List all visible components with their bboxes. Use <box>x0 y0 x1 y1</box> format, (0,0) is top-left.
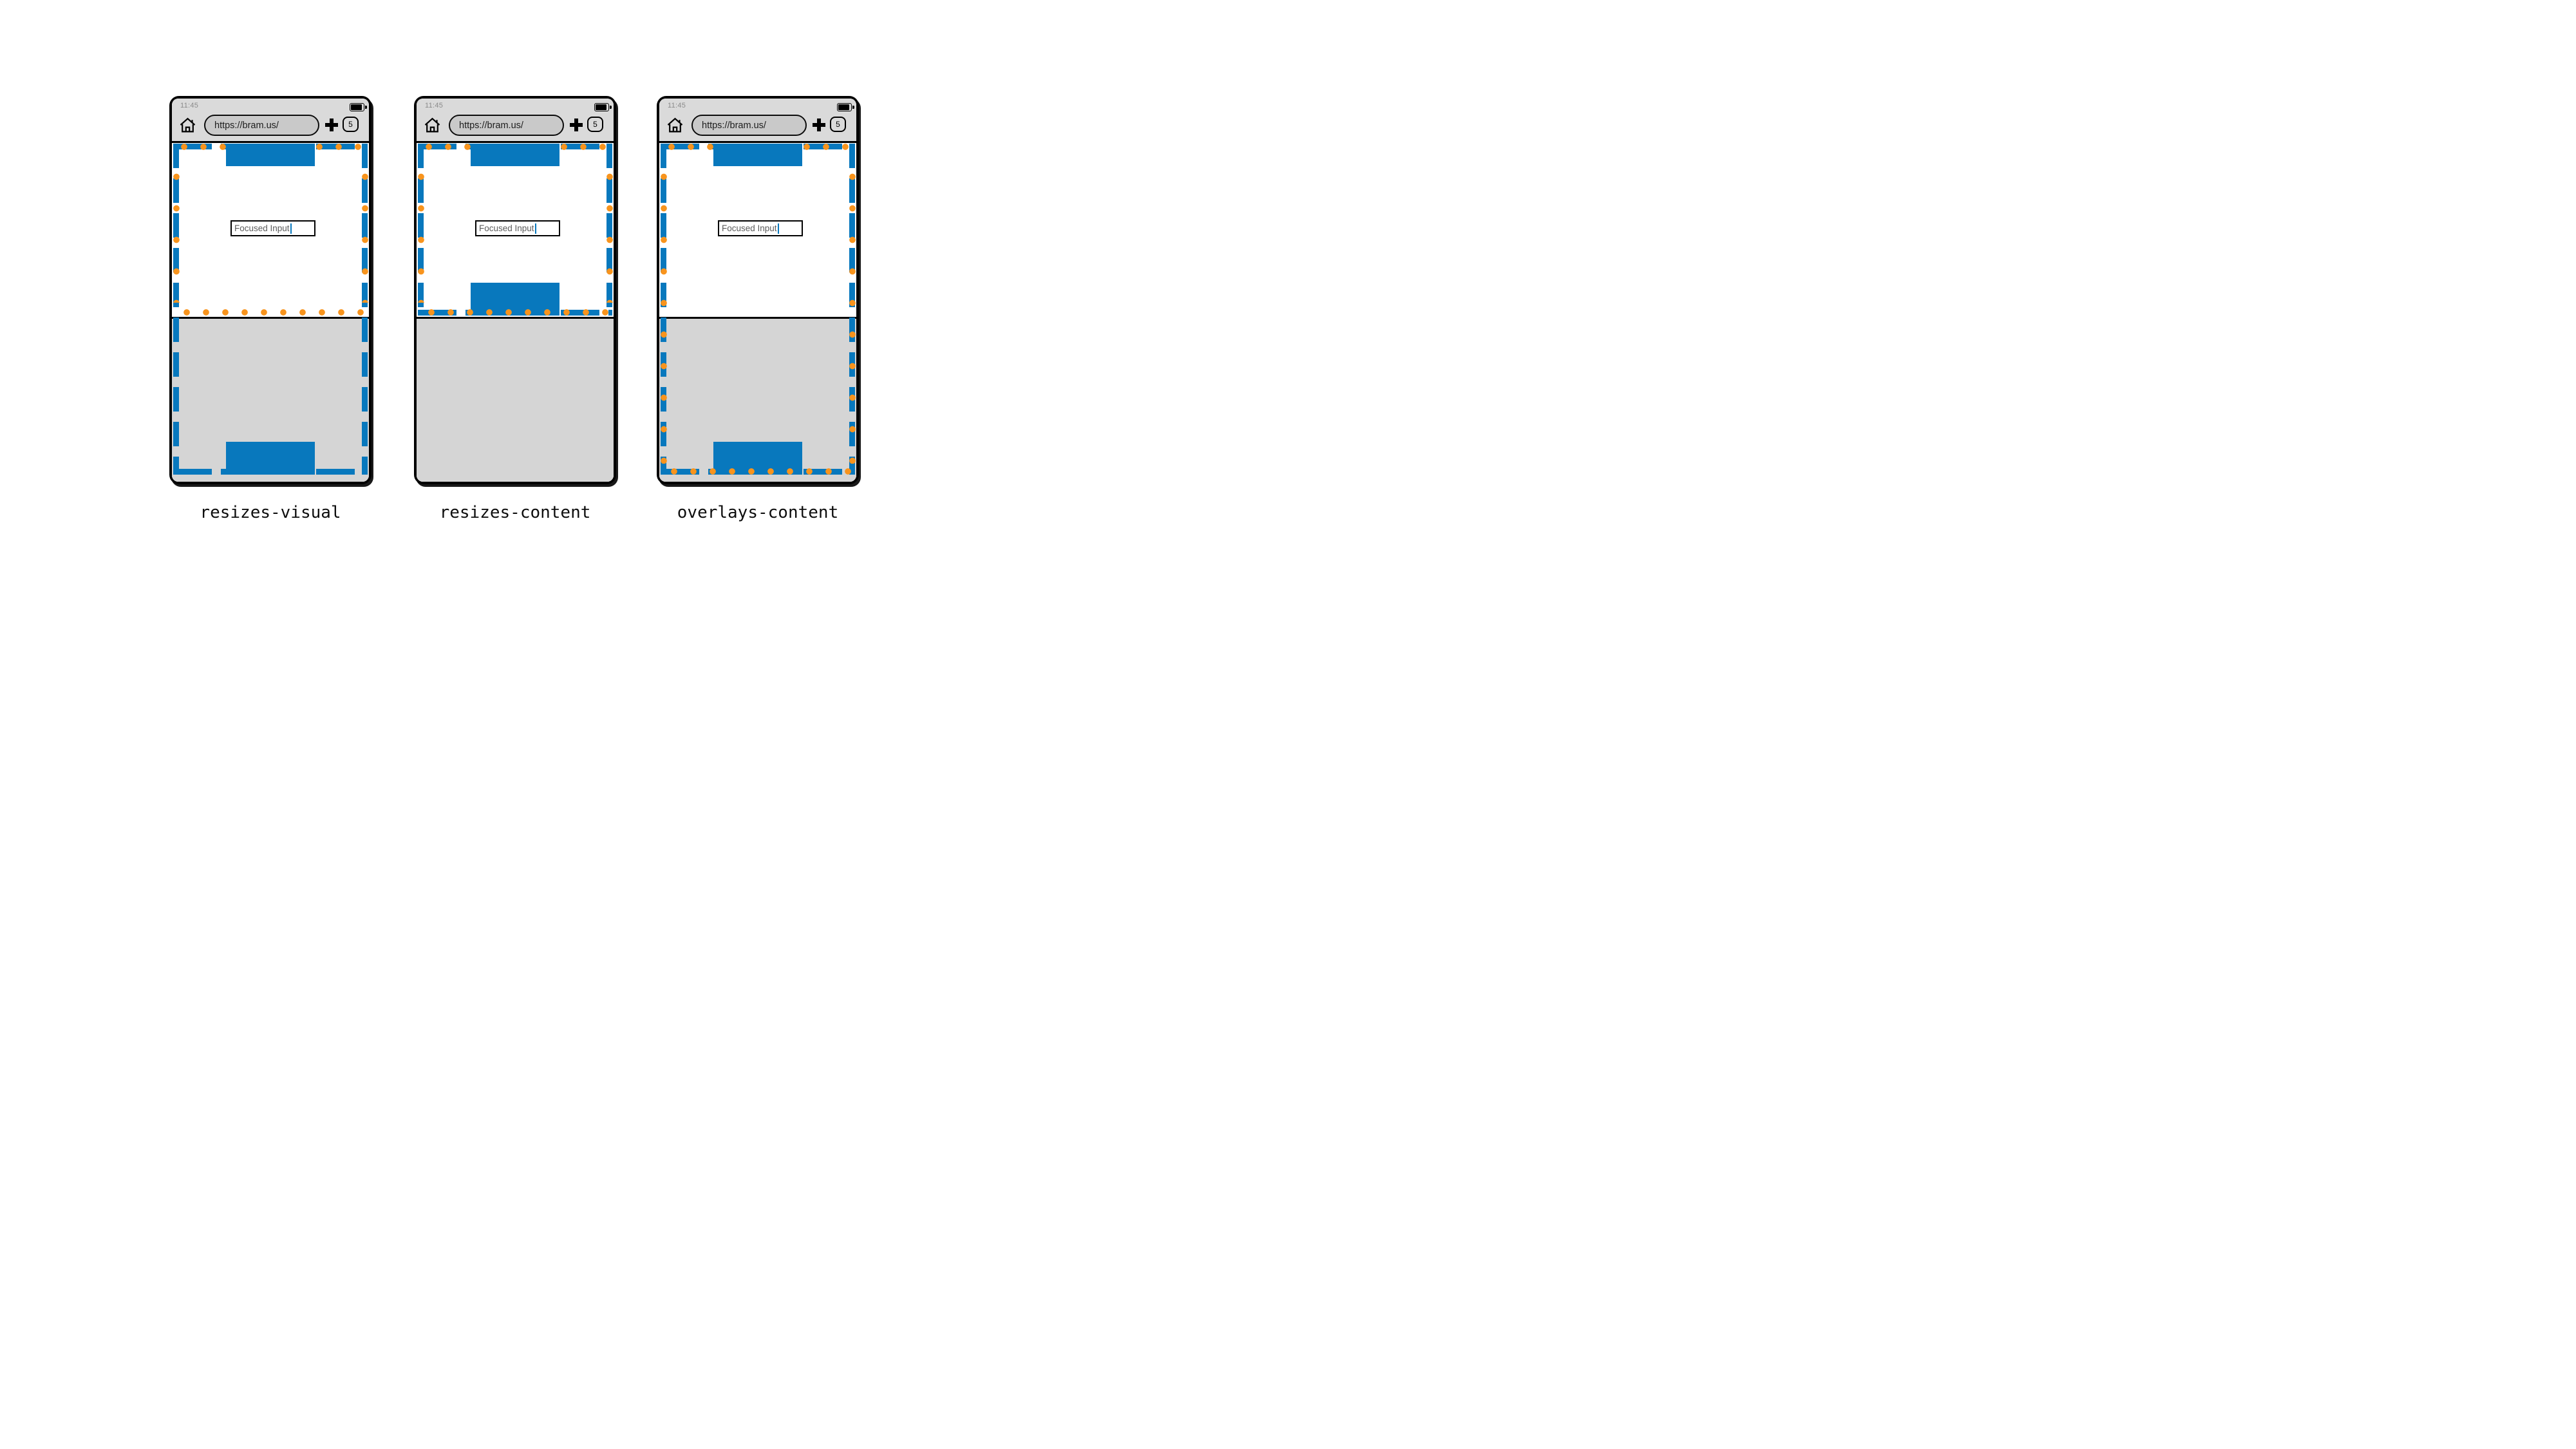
battery-fill <box>351 104 362 110</box>
new-tab-plus-icon[interactable] <box>570 118 583 131</box>
focused-input-value: Focused Input <box>722 223 777 233</box>
layout-viewport-border-left <box>173 144 179 475</box>
phone-mockup-resizes-visual: 11:45 https://bram.us <box>169 96 371 547</box>
battery-nub <box>852 105 854 109</box>
phone-frame: 11:45 https://bram.us <box>169 96 371 484</box>
url-text: https://bram.us/ <box>459 120 523 131</box>
url-text: https://bram.us/ <box>702 120 766 131</box>
toolbar-separator <box>172 141 369 143</box>
mode-caption: resizes-content <box>439 503 591 522</box>
status-time: 11:45 <box>425 102 444 109</box>
battery-fill <box>838 104 849 110</box>
new-tab-plus-icon[interactable] <box>813 118 825 131</box>
status-time: 11:45 <box>180 102 199 109</box>
home-icon[interactable] <box>179 117 196 133</box>
tab-counter-box[interactable]: 5 <box>343 117 359 132</box>
phone-screen: 11:45 https://bram.us <box>659 99 856 482</box>
visual-viewport-dots-right <box>606 161 613 303</box>
phone-frame: 11:45 https://bram.us <box>414 96 616 484</box>
text-caret <box>534 223 536 234</box>
page-viewport: Focused Input <box>417 143 614 482</box>
focused-input-field[interactable]: Focused Input <box>475 220 560 236</box>
focused-input-field[interactable]: Focused Input <box>718 220 803 236</box>
visual-viewport-dots-top-right <box>554 144 611 150</box>
visual-viewport-dots-bottom <box>422 309 608 316</box>
battery-icon <box>594 103 612 111</box>
battery-icon <box>837 103 854 111</box>
page-header-block <box>226 144 315 166</box>
focused-input-field[interactable]: Focused Input <box>230 220 315 236</box>
phone-mockup-overlays-content: 11:45 https://bram.us <box>657 96 859 547</box>
mode-caption: resizes-visual <box>200 503 341 522</box>
tab-count: 5 <box>348 120 353 129</box>
url-bar[interactable]: https://bram.us/ <box>691 115 807 136</box>
focused-input-value: Focused Input <box>479 223 534 233</box>
diagram-canvas: 11:45 https://bram.us <box>0 0 1030 580</box>
visual-viewport-dots-top-left <box>419 144 476 150</box>
toolbar-separator <box>417 141 614 143</box>
visual-viewport-dots-top-left <box>662 144 719 150</box>
battery-fill <box>596 104 606 110</box>
toolbar-separator <box>659 141 856 143</box>
new-tab-plus-icon[interactable] <box>325 118 338 131</box>
layout-viewport-border-right <box>362 144 368 475</box>
home-icon[interactable] <box>666 117 684 133</box>
browser-chrome: 11:45 https://bram.us <box>417 99 614 141</box>
visual-viewport-dots-right <box>361 161 368 303</box>
text-caret <box>777 223 779 234</box>
tab-counter-box[interactable]: 5 <box>830 117 846 132</box>
focused-input-value: Focused Input <box>234 223 290 233</box>
battery-icon <box>350 103 367 111</box>
url-text: https://bram.us/ <box>214 120 279 131</box>
browser-chrome: 11:45 https://bram.us <box>172 99 369 141</box>
tab-count: 5 <box>593 120 597 129</box>
visual-viewport-dots-top-right <box>797 144 854 150</box>
visual-viewport-dots-bottom <box>664 468 851 475</box>
visual-viewport-dots-right <box>849 161 856 464</box>
visual-viewport-dots-top-left <box>174 144 231 150</box>
visual-viewport-dots-top-right <box>310 144 366 150</box>
page-header-block <box>471 144 559 166</box>
status-time: 11:45 <box>668 102 686 109</box>
battery-nub <box>364 105 367 109</box>
virtual-keyboard-area <box>417 317 614 482</box>
url-bar[interactable]: https://bram.us/ <box>449 115 564 136</box>
page-viewport: Focused Input <box>172 143 369 482</box>
url-bar[interactable]: https://bram.us/ <box>204 115 319 136</box>
home-icon[interactable] <box>424 117 441 133</box>
phone-mockup-resizes-content: 11:45 https://bram.us <box>414 96 616 547</box>
page-header-block <box>713 144 802 166</box>
page-footer-block <box>226 442 315 475</box>
visual-viewport-dots-left <box>660 161 667 464</box>
text-caret <box>290 223 292 234</box>
visual-viewport-dots-left <box>173 161 180 303</box>
page-viewport: Focused Input <box>659 143 856 482</box>
tab-counter-box[interactable]: 5 <box>587 117 603 132</box>
phone-frame: 11:45 https://bram.us <box>657 96 859 484</box>
visual-viewport-dots-bottom <box>177 309 364 316</box>
battery-nub <box>609 105 612 109</box>
tab-count: 5 <box>836 120 840 129</box>
browser-chrome: 11:45 https://bram.us <box>659 99 856 141</box>
phone-screen: 11:45 https://bram.us <box>417 99 614 482</box>
mode-caption: overlays-content <box>677 503 839 522</box>
visual-viewport-dots-left <box>417 161 424 303</box>
phone-screen: 11:45 https://bram.us <box>172 99 369 482</box>
